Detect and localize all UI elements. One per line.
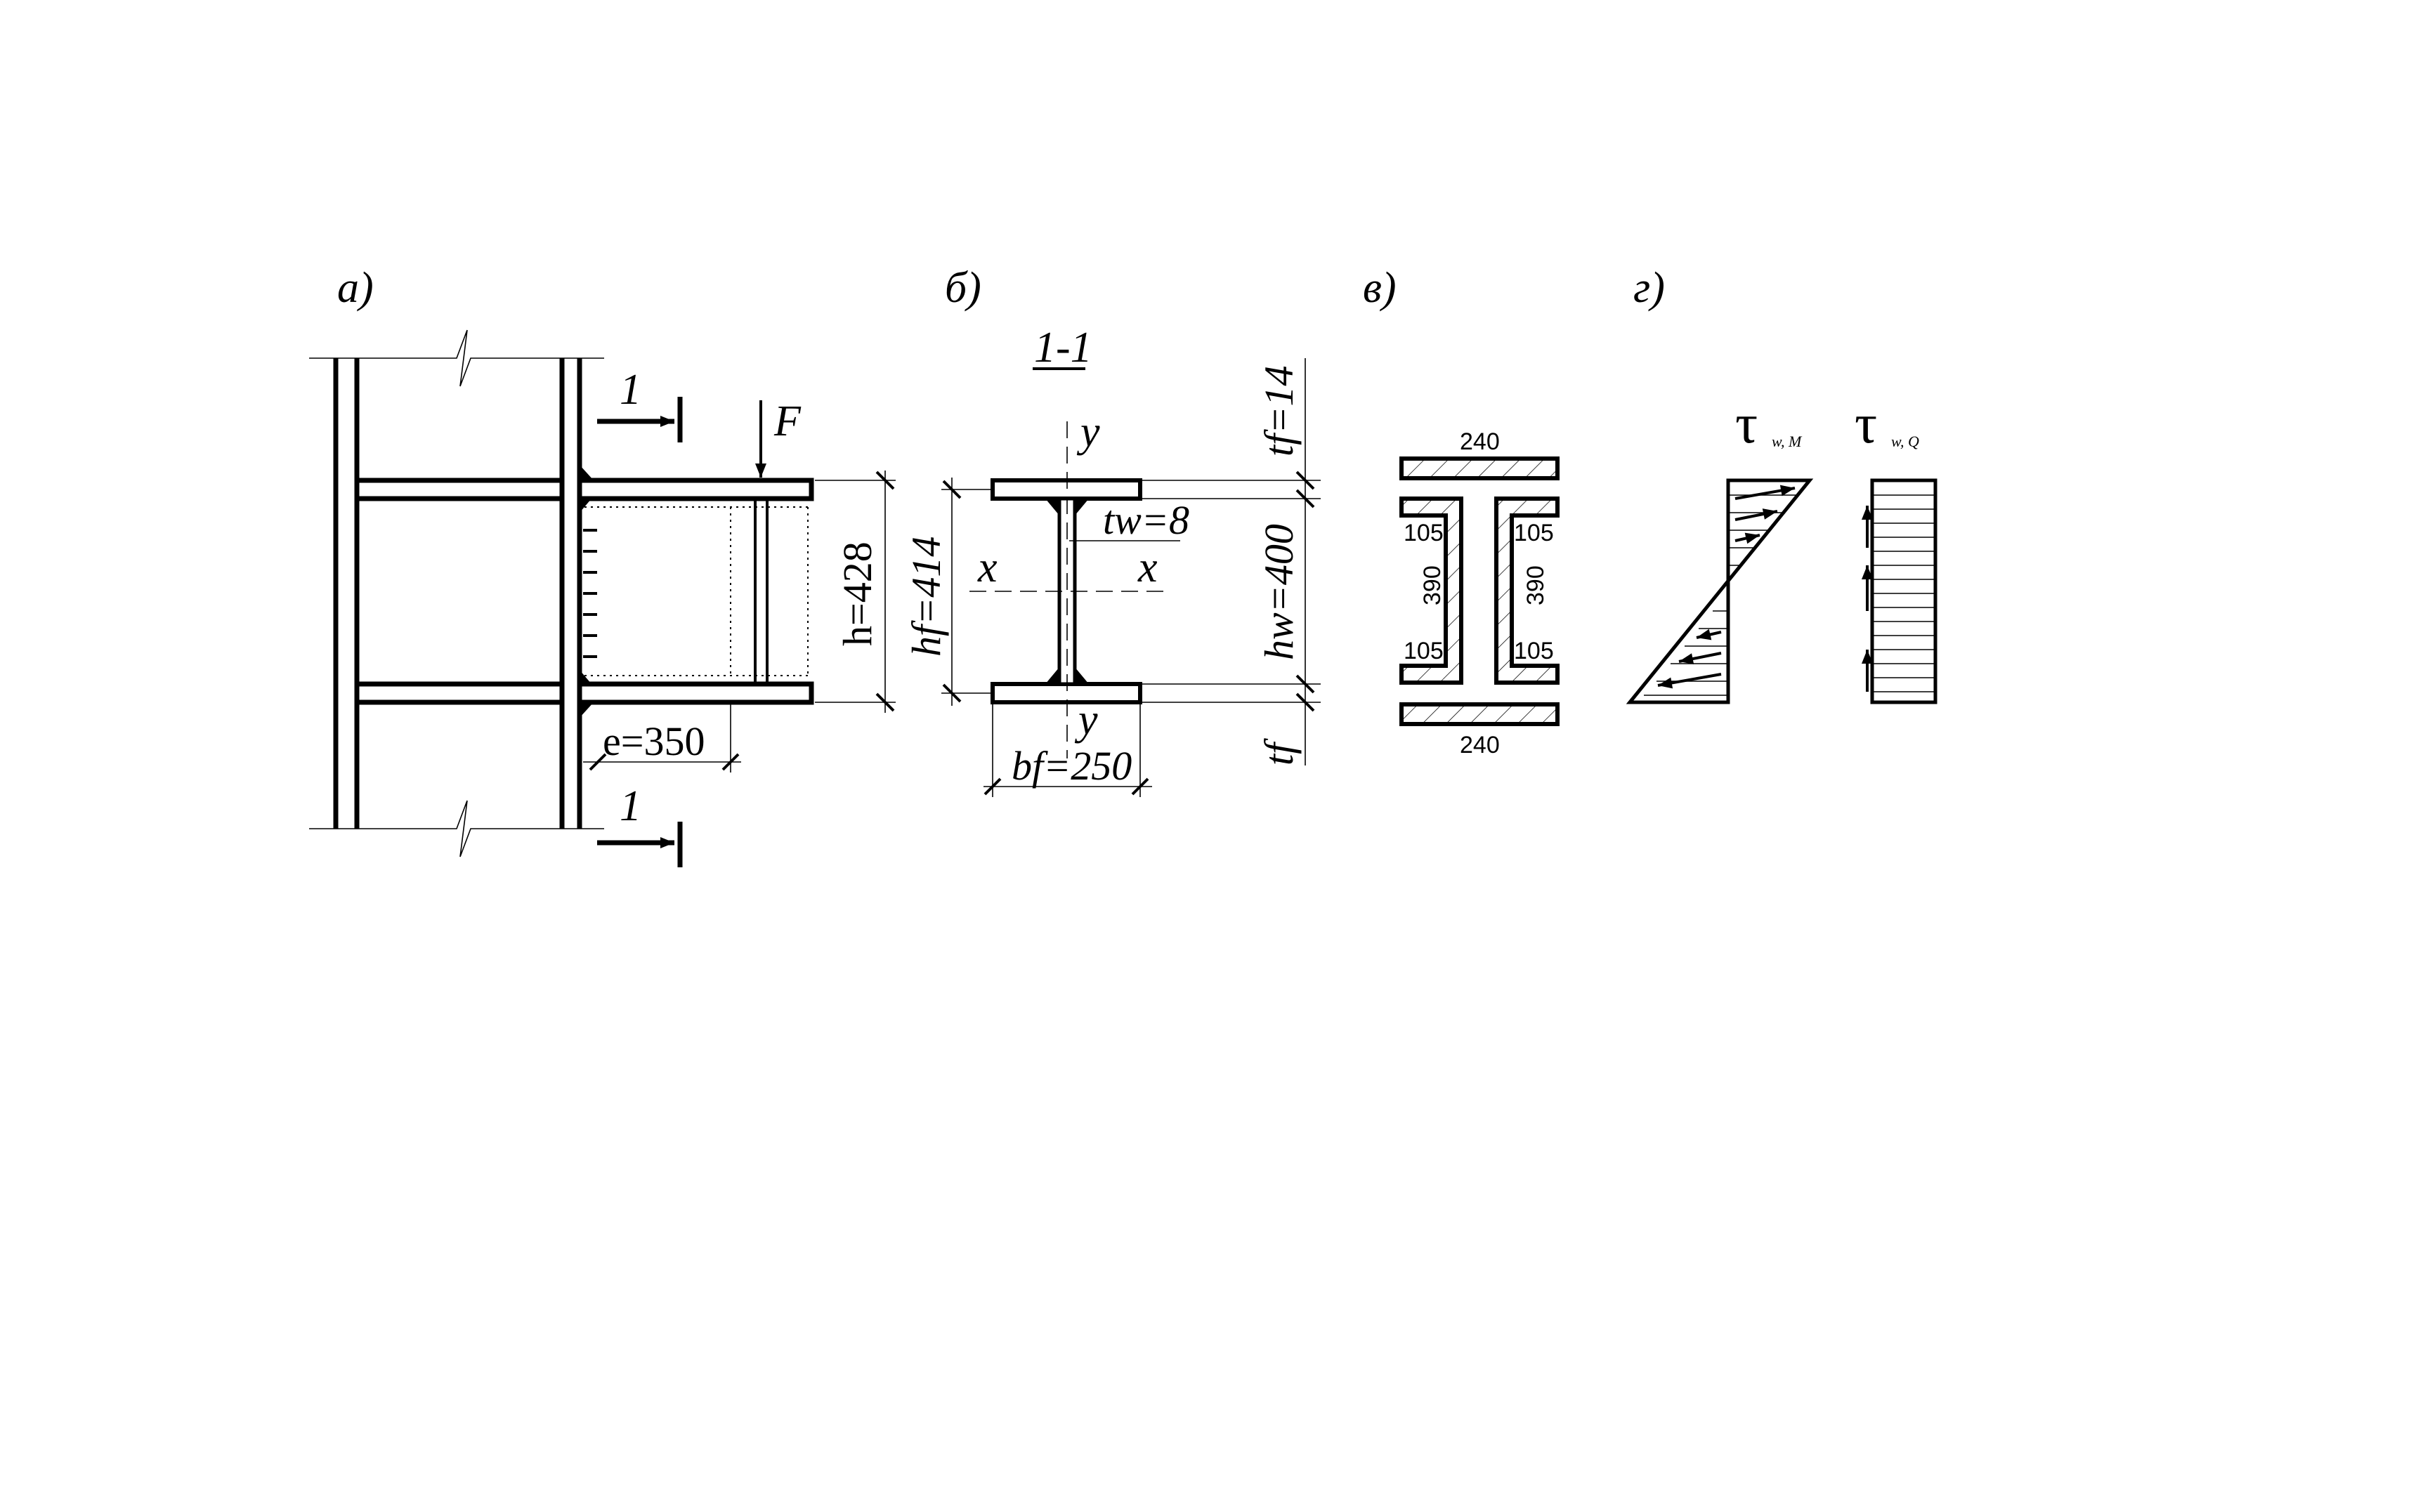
web-height-dimension: hw=400 xyxy=(1256,524,1302,660)
flange-width-dimension: bf=250 xyxy=(1012,743,1132,789)
panel-a-elevation: 1 1 F h=428 e=350 xyxy=(309,329,896,867)
right-top-label: 105 xyxy=(1514,520,1554,546)
right-height-label: 390 xyxy=(1522,565,1549,605)
right-bottom-label: 105 xyxy=(1514,638,1554,664)
panel-label-g: г) xyxy=(1633,264,1665,312)
height-dimension: h=428 xyxy=(835,541,880,646)
web-thickness-label: tw=8 xyxy=(1103,497,1189,543)
right-weld-contour xyxy=(1494,497,1560,685)
flange-centers-dimension: hf=414 xyxy=(903,537,949,657)
bottom-width-label: 240 xyxy=(1460,732,1500,758)
tau-m-subscript: w, M xyxy=(1772,433,1803,450)
left-weld-contour xyxy=(1399,497,1463,685)
left-height-label: 390 xyxy=(1419,565,1446,605)
eccentricity-dimension: e=350 xyxy=(603,718,705,764)
left-bottom-label: 105 xyxy=(1404,638,1444,664)
panel-g-stress-diagrams: τ w, M τ w, Q xyxy=(1626,393,1937,704)
left-top-label: 105 xyxy=(1404,520,1444,546)
force-label: F xyxy=(773,397,802,445)
axis-y-top: y xyxy=(1076,408,1100,456)
panel-b-section: 1-1 y y x x tw=8 hf=414 bf= xyxy=(903,324,1321,797)
moment-stress-diagram xyxy=(1626,478,1814,704)
moment-stress-arrows xyxy=(1657,485,1796,689)
section-title: 1-1 xyxy=(1034,324,1092,372)
axis-x-right: x xyxy=(1137,544,1158,591)
panel-label-b: б) xyxy=(945,264,981,312)
axis-x-left: x xyxy=(977,544,998,591)
shear-stress-diagram xyxy=(1870,478,1937,704)
panel-v-weld-contour: 240 240 105 105 105 105 390 390 xyxy=(1399,428,1560,758)
tau-q-symbol: τ xyxy=(1855,393,1877,455)
axis-y-bottom: y xyxy=(1074,696,1098,744)
panel-label-v: в) xyxy=(1363,264,1397,312)
tau-m-symbol: τ xyxy=(1735,393,1758,455)
flange-thickness-bottom: tf xyxy=(1256,738,1302,765)
section-mark-bottom: 1 xyxy=(620,782,641,830)
tau-q-subscript: w, Q xyxy=(1891,433,1919,450)
shear-stress-hatch xyxy=(1872,494,1935,692)
section-mark-top: 1 xyxy=(620,366,641,414)
flange-thickness-top: tf=14 xyxy=(1256,366,1302,456)
panel-label-a: а) xyxy=(337,264,374,312)
top-width-label: 240 xyxy=(1460,428,1500,455)
